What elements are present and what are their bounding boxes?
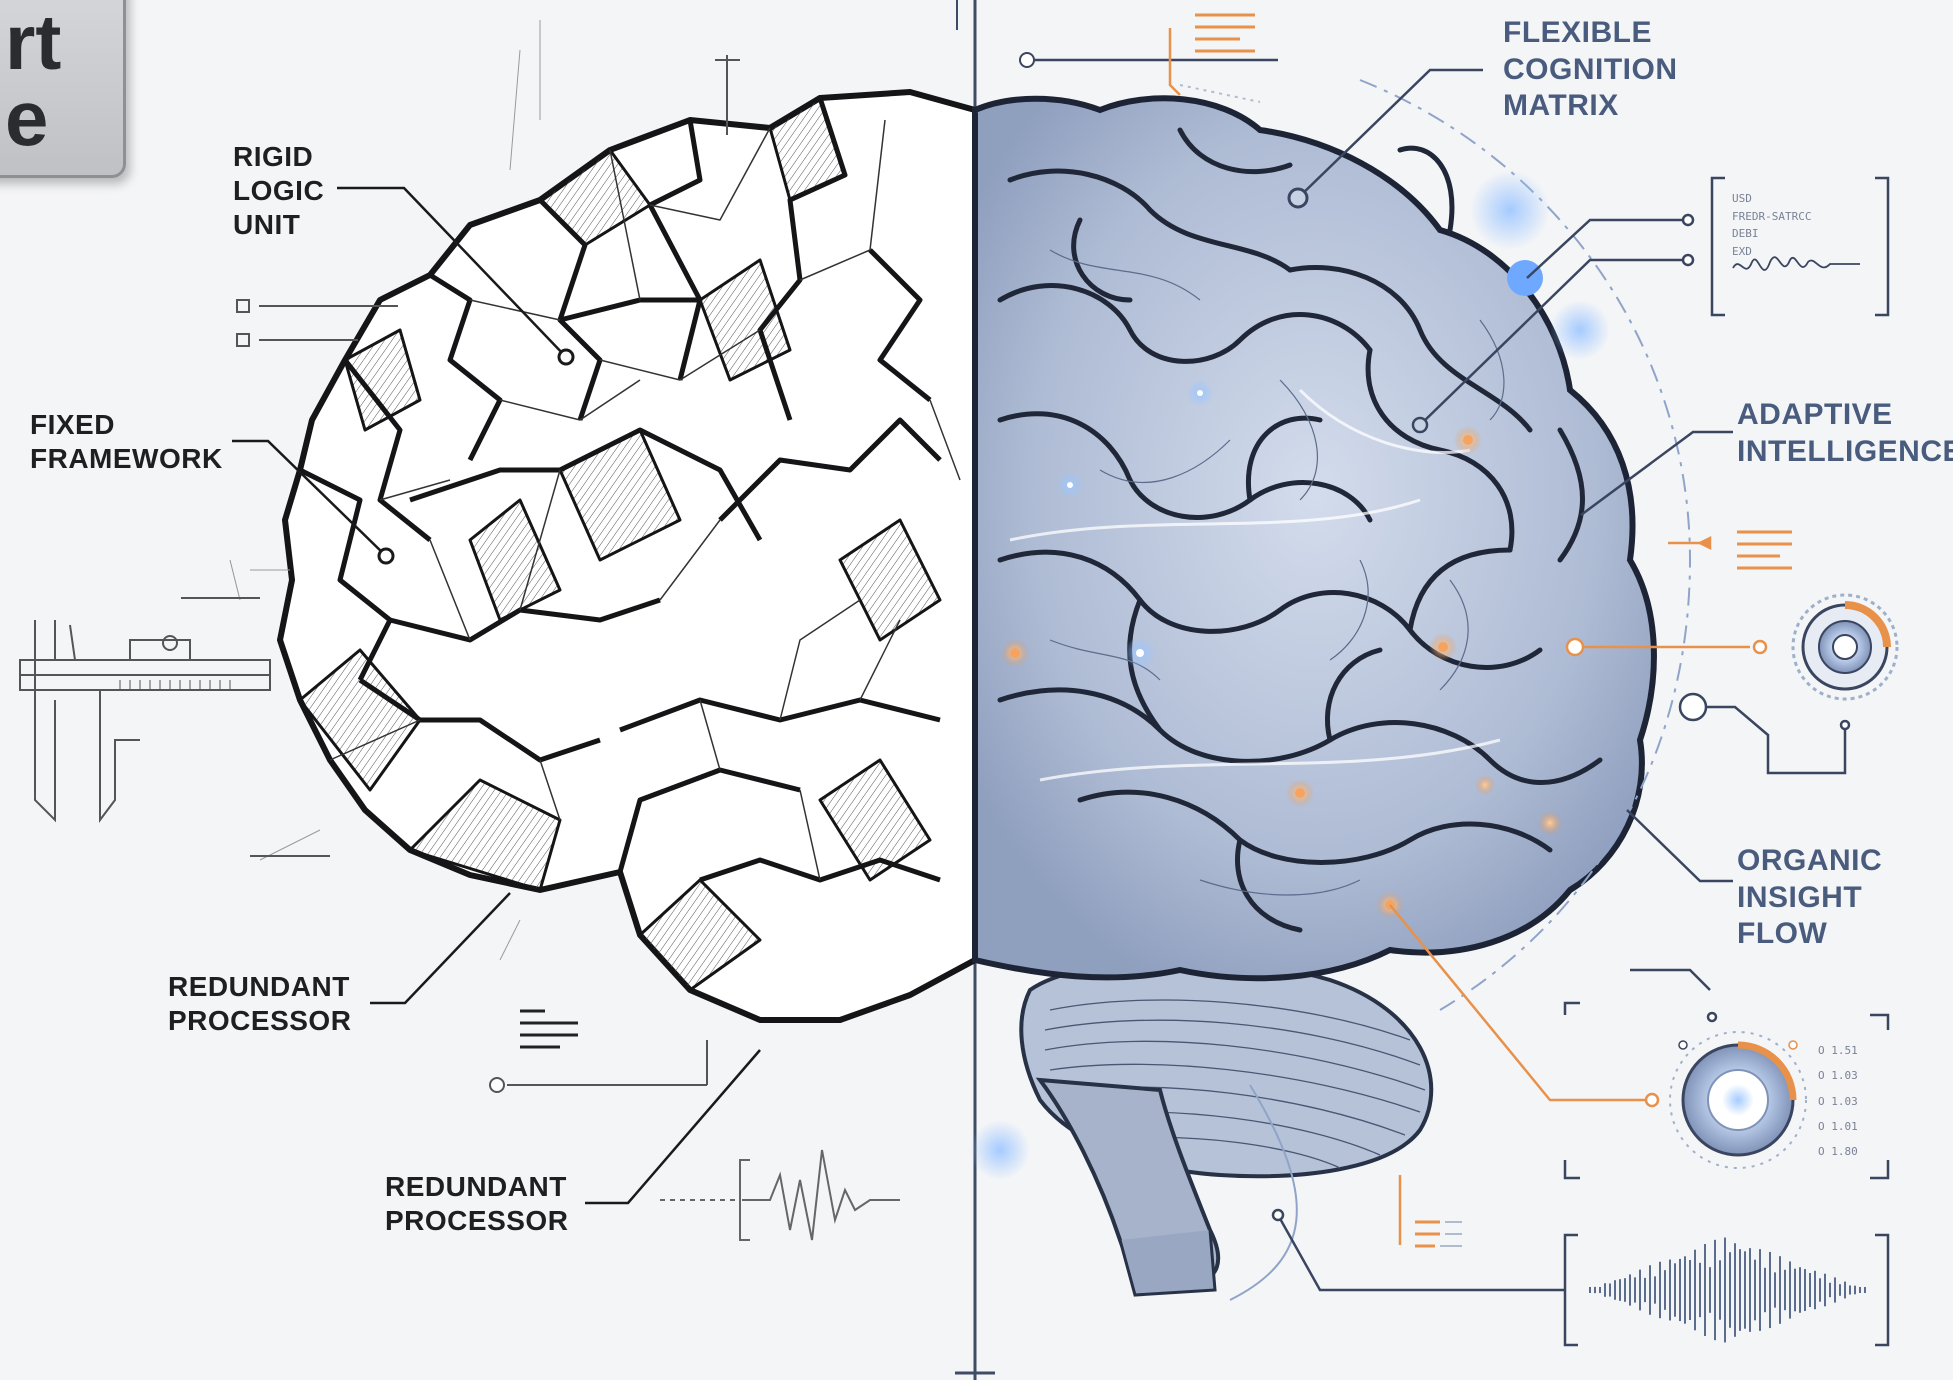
leader-redundant-1 [370, 893, 510, 1003]
leader-organic-insight [1627, 810, 1733, 881]
label-redundant-processor-1: REDUNDANT PROCESSOR [168, 970, 351, 1038]
label-organic-insight-flow: ORGANIC INSIGHT FLOW [1737, 843, 1953, 953]
data-panel-text: USD FREDR-SATRCC DEBI EXD [1732, 190, 1811, 260]
leader-redundant-2 [585, 1050, 760, 1203]
label-fixed-framework: FIXED FRAMEWORK [30, 408, 223, 476]
organic-brain [970, 80, 1690, 1300]
checkbox-icon [237, 300, 249, 312]
label-rigid-logic-unit: RIGID LOGIC UNIT [233, 140, 324, 242]
readout-list: O 1.51 O 1.03 O 1.03 O 1.01 O 1.80 [1818, 1038, 1858, 1164]
waveform-icon [660, 1150, 900, 1240]
label-flexible-cognition-matrix: FLEXIBLE COGNITION MATRIX [1503, 15, 1678, 125]
dial-gauge-icon [1793, 595, 1897, 699]
geometric-brain [230, 20, 975, 1020]
title-card: rt e [0, 0, 126, 178]
label-adaptive-intelligence: ADAPTIVE INTELLIGENCE [1737, 397, 1953, 470]
text-lines-icon [520, 1011, 578, 1047]
caliper-icon [20, 620, 270, 820]
waveform-bars [1590, 1238, 1865, 1343]
label-redundant-processor-2: REDUNDANT PROCESSOR [385, 1170, 568, 1238]
title-card-text-1: rt [5, 3, 61, 81]
title-card-text-2: e [5, 79, 48, 157]
